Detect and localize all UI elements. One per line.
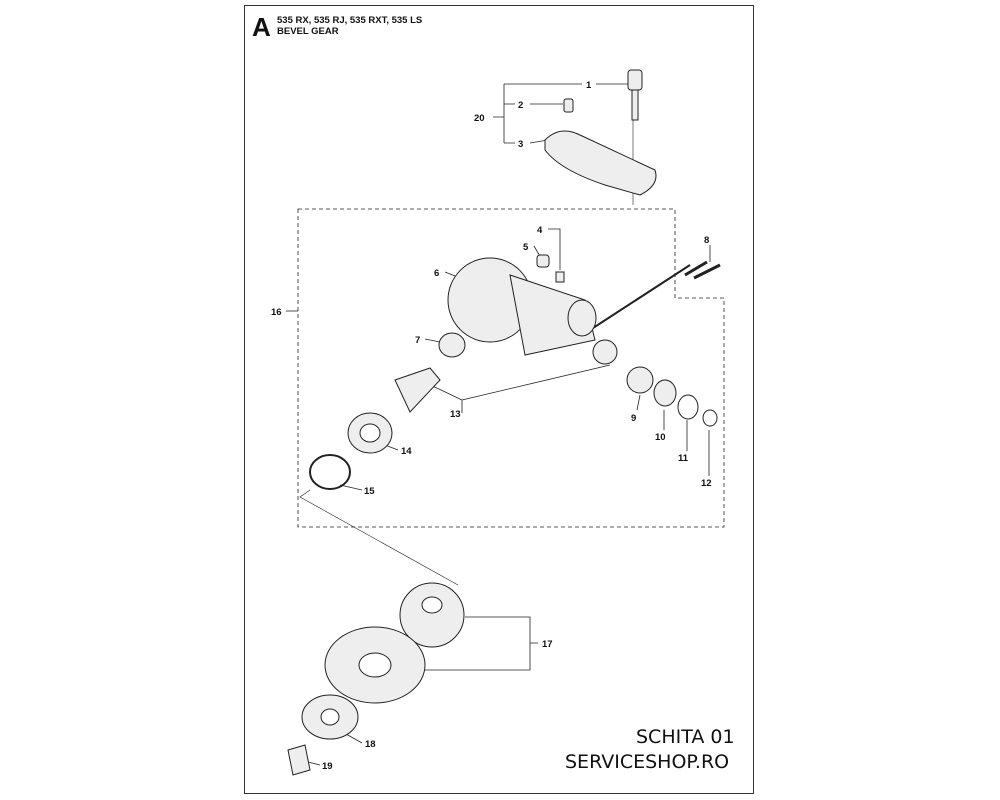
- part-14-bearing-bore: [359, 423, 381, 443]
- assembly-16-boundary: [297, 208, 725, 528]
- part-5-plug: [536, 254, 550, 268]
- callout-19: 19: [322, 761, 333, 772]
- callout-4: 4: [537, 225, 543, 236]
- sketch-label: SCHITA 01: [636, 726, 735, 748]
- header-text: 535 RX, 535 RJ, 535 RXT, 535 LS BEVEL GE…: [277, 15, 422, 37]
- callout-15: 15: [364, 486, 375, 497]
- callout-16: 16: [271, 307, 282, 318]
- callout-18: 18: [365, 739, 376, 750]
- callout-2: 2: [518, 100, 523, 111]
- diagram-title: BEVEL GEAR: [277, 26, 339, 37]
- part-10-washer: [653, 379, 677, 407]
- part-8-bolts: [684, 260, 721, 280]
- part-3-clamp: [544, 130, 657, 196]
- drive-shaft: [589, 264, 691, 331]
- part-2-screw: [563, 98, 574, 113]
- leader-line: [424, 338, 441, 343]
- leader-line: [493, 83, 582, 144]
- callout-3: 3: [518, 139, 523, 150]
- part-6-neck: [509, 274, 596, 356]
- callout-6: 6: [434, 268, 439, 279]
- part-1-bolt: [631, 89, 639, 121]
- leader-line: [419, 364, 611, 413]
- callout-13: 13: [450, 409, 461, 420]
- shop-label: SERVICESHOP.RO: [565, 751, 730, 773]
- callout-14: 14: [401, 446, 412, 457]
- callout-17: 17: [542, 639, 553, 650]
- drawing-frame: [244, 5, 754, 794]
- callout-20: 20: [474, 113, 485, 124]
- callout-11: 11: [678, 453, 689, 464]
- callout-1: 1: [586, 80, 592, 91]
- assembly-axis-line: [299, 489, 459, 586]
- callout-10: 10: [655, 432, 666, 443]
- part-17-disc-hole: [358, 652, 392, 678]
- callout-12: 12: [701, 478, 712, 489]
- part-4-pin: [555, 271, 565, 283]
- leader-line: [339, 484, 363, 491]
- part-1-knob: [627, 69, 643, 91]
- part-9-bearing: [626, 366, 654, 394]
- leader-line: [420, 616, 538, 671]
- callout-7: 7: [415, 335, 420, 346]
- part-18-washer-hole: [320, 708, 340, 726]
- model-list: 535 RX, 535 RJ, 535 RXT, 535 LS: [277, 15, 423, 26]
- section-letter: A: [252, 12, 271, 42]
- part-11-ring: [677, 394, 699, 420]
- callout-8: 8: [704, 235, 709, 246]
- leader-line: [548, 228, 561, 270]
- part-12-circlip: [702, 409, 718, 427]
- part-17-cup: [399, 582, 465, 648]
- leader-line: [636, 394, 641, 411]
- part-19-nut: [287, 744, 311, 776]
- part-7-bearing: [438, 332, 466, 358]
- part-15-circlip: [309, 454, 351, 490]
- leader-line: [596, 83, 634, 95]
- part-6-collar: [567, 299, 597, 337]
- callout-9: 9: [631, 413, 636, 424]
- part-13-gear: [592, 339, 618, 365]
- callout-5: 5: [523, 242, 529, 253]
- part-13-pinion: [394, 367, 441, 413]
- part-17-cup-hub: [421, 596, 443, 614]
